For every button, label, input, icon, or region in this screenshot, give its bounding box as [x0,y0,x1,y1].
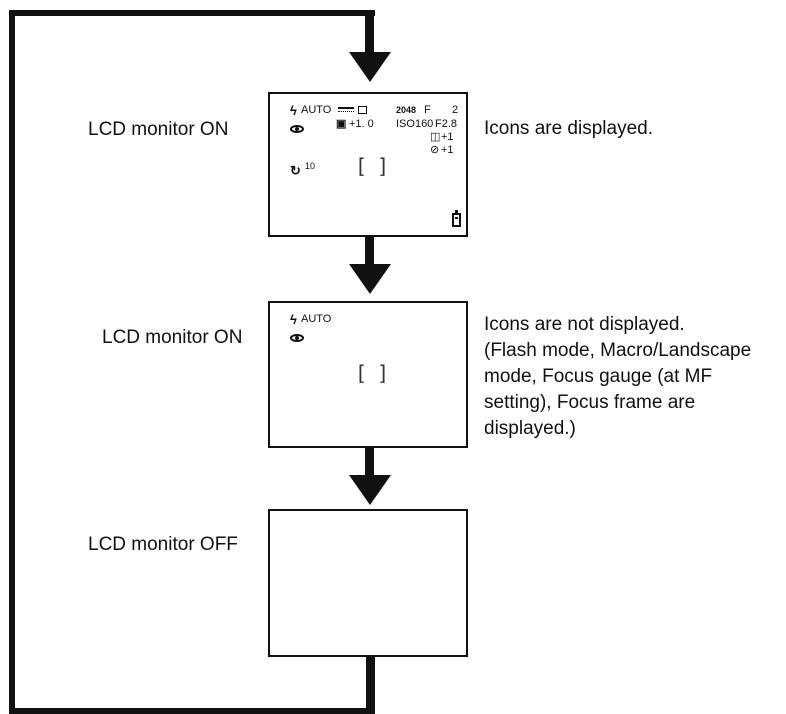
description-line: Icons are not displayed. [484,314,685,335]
description-line: Icons are displayed. [484,118,653,139]
macro-icon [358,106,367,114]
loop-bottom-line [9,708,375,714]
exposure-icon: ▣ [336,118,347,130]
state-label: LCD monitor OFF [88,534,238,555]
flash-mode-text: AUTO [301,313,332,325]
sharpness-text: +1 [441,131,454,143]
arrow-down-icon [349,52,391,82]
description-line: setting), Focus frame are [484,392,696,413]
red-eye-icon [290,125,304,133]
description-line: displayed.) [484,418,576,439]
quality-text: F [424,104,431,116]
image-size-text: 2048 [396,105,417,115]
arrow-down-icon [349,264,391,294]
description-line: (Flash mode, Macro/Landscape [484,340,752,361]
contrast-text: +1 [441,144,454,156]
flash-icon: ϟ [290,312,297,327]
flash-icon: ϟ [290,103,297,118]
loop-top-line [9,10,375,16]
shots-remaining-text: 2 [452,104,459,116]
focus-frame: [] [355,154,400,178]
aperture-text: F2.8 [435,118,458,130]
arrow-1-shaft [365,10,374,55]
description-line: mode, Focus gauge (at MF [484,366,713,387]
sharpness-icon: ◫ [430,131,441,143]
resolution-bar-icon [338,107,354,112]
loop-left-line [9,10,15,714]
lcd-screen-icons-off: ϟ AUTO [] [268,301,468,448]
state-description: Icons are not displayed. (Flash mode, Ma… [484,312,751,442]
flash-mode-text: AUTO [301,104,332,116]
arrow-3-shaft [365,448,374,476]
lcd-screen-icons-on: ϟ AUTO ▣ +1. 0 2048 F 2 ISO160 F2.8 ◫ +1… [268,92,468,237]
exposure-comp-text: +1. 0 [349,118,374,130]
self-timer-icon: ↻ [290,163,301,178]
red-eye-icon [290,334,304,342]
self-timer-text: 10 [305,161,316,171]
arrow-2-shaft [365,237,374,265]
focus-frame: [] [355,361,400,385]
contrast-icon: ⊘ [430,144,440,156]
arrow-down-icon [349,475,391,505]
state-label: LCD monitor ON [102,327,243,348]
loop-return-line [366,657,375,714]
state-label: LCD monitor ON [88,119,229,140]
battery-icon [452,210,461,227]
state-description: Icons are displayed. [484,116,653,142]
iso-text: ISO160 [396,118,434,130]
lcd-screen-off [268,509,468,657]
